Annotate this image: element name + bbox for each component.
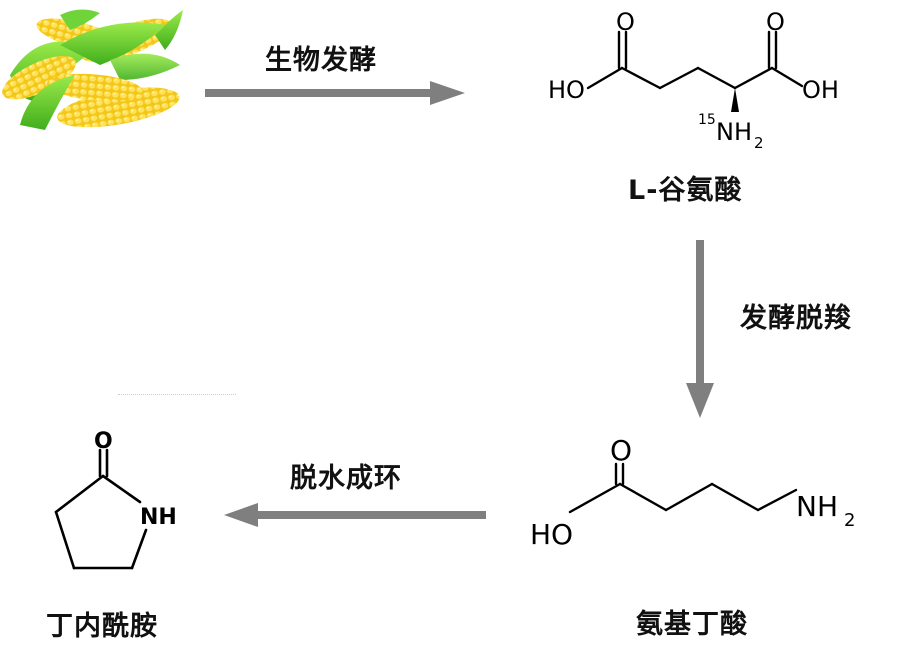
compound-name-lactam: 丁内酰胺 (46, 611, 158, 642)
gaba-o: O (610, 434, 632, 467)
glu-o-right: O (766, 8, 785, 36)
glu-isotope: 15 (698, 112, 716, 128)
glu-amine-sub: 2 (754, 134, 764, 152)
arrow-left (224, 503, 486, 527)
glu-oh: OH (802, 76, 839, 104)
glu-o-left: O (616, 8, 635, 36)
gaba-amine-sub: 2 (844, 510, 855, 531)
arrow-right-1 (205, 81, 465, 105)
lactam-nh: NH (140, 505, 177, 530)
divider (118, 394, 236, 395)
step-label-fermentation: 生物发酵 (265, 45, 377, 76)
step-label-decarboxylation: 发酵脱羧 (740, 303, 852, 334)
arrow-down (686, 240, 714, 418)
lactam-structure: O NH (54, 429, 177, 570)
gaba-structure: O HO NH 2 (530, 434, 855, 551)
glu-ho: HO (548, 76, 585, 104)
glu-amine: NH (716, 118, 752, 146)
compound-name-gaba: 氨基丁酸 (636, 609, 748, 640)
gaba-ho: HO (530, 518, 573, 551)
compound-name-glutamic-acid: L-谷氨酸 (628, 175, 743, 206)
step-label-cyclization: 脱水成环 (290, 463, 402, 494)
glutamic-acid-structure: O O HO OH 15 NH 2 (548, 8, 839, 152)
gaba-amine: NH (796, 490, 838, 523)
corn-icon (2, 9, 183, 130)
lactam-o: O (94, 429, 113, 454)
